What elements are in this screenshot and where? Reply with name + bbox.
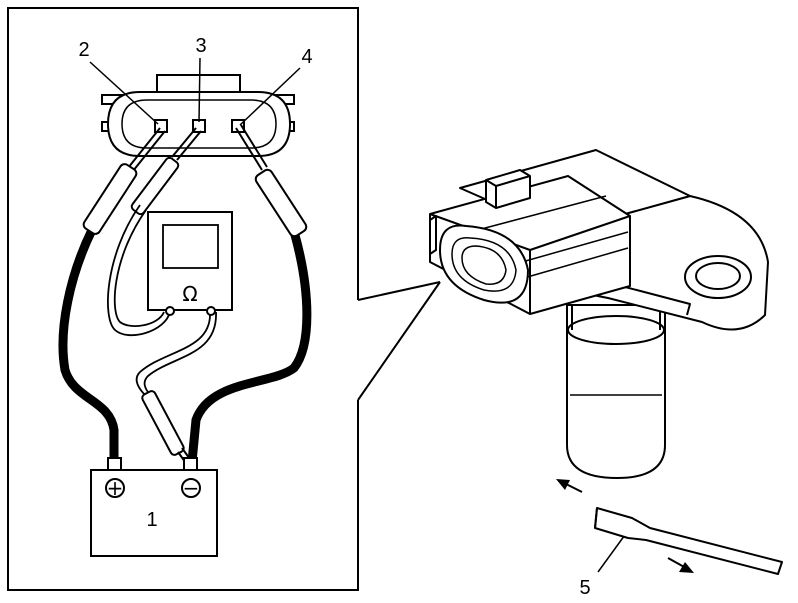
callout-5: 5 [579,577,590,599]
positive-symbol: + [107,476,124,500]
meter-wires [107,204,217,399]
screwdriver-icon [594,507,783,575]
sensor-body [566,304,666,479]
battery [90,457,218,557]
probe-right [235,124,308,238]
terminal-pin-left [154,119,168,133]
callout-4: 4 [301,46,312,68]
negative-symbol: − [183,476,200,500]
battery-post-positive [107,457,122,471]
callout-1: 1 [146,509,157,531]
negative-terminal-icon [181,478,201,498]
arrow-up-left-icon [556,479,583,493]
probe-battery [141,390,193,467]
probe-middle [130,127,202,216]
battery-post-negative [183,457,198,471]
arrow-down-right-icon [667,557,694,573]
sensor [429,149,769,479]
lead-negative [187,230,312,467]
meter-jack-left [165,306,175,316]
callout-2: 2 [78,39,89,61]
lead-positive [58,225,119,467]
positive-terminal-icon [105,478,125,498]
meter-jack-right [206,306,216,316]
connector-face [101,74,295,157]
ohm-symbol: Ω [182,282,197,306]
probe-left [82,127,166,235]
battery-leads [58,225,312,467]
ohmmeter [147,211,233,316]
inset-frame [7,7,441,591]
callout-3: 3 [195,35,206,57]
